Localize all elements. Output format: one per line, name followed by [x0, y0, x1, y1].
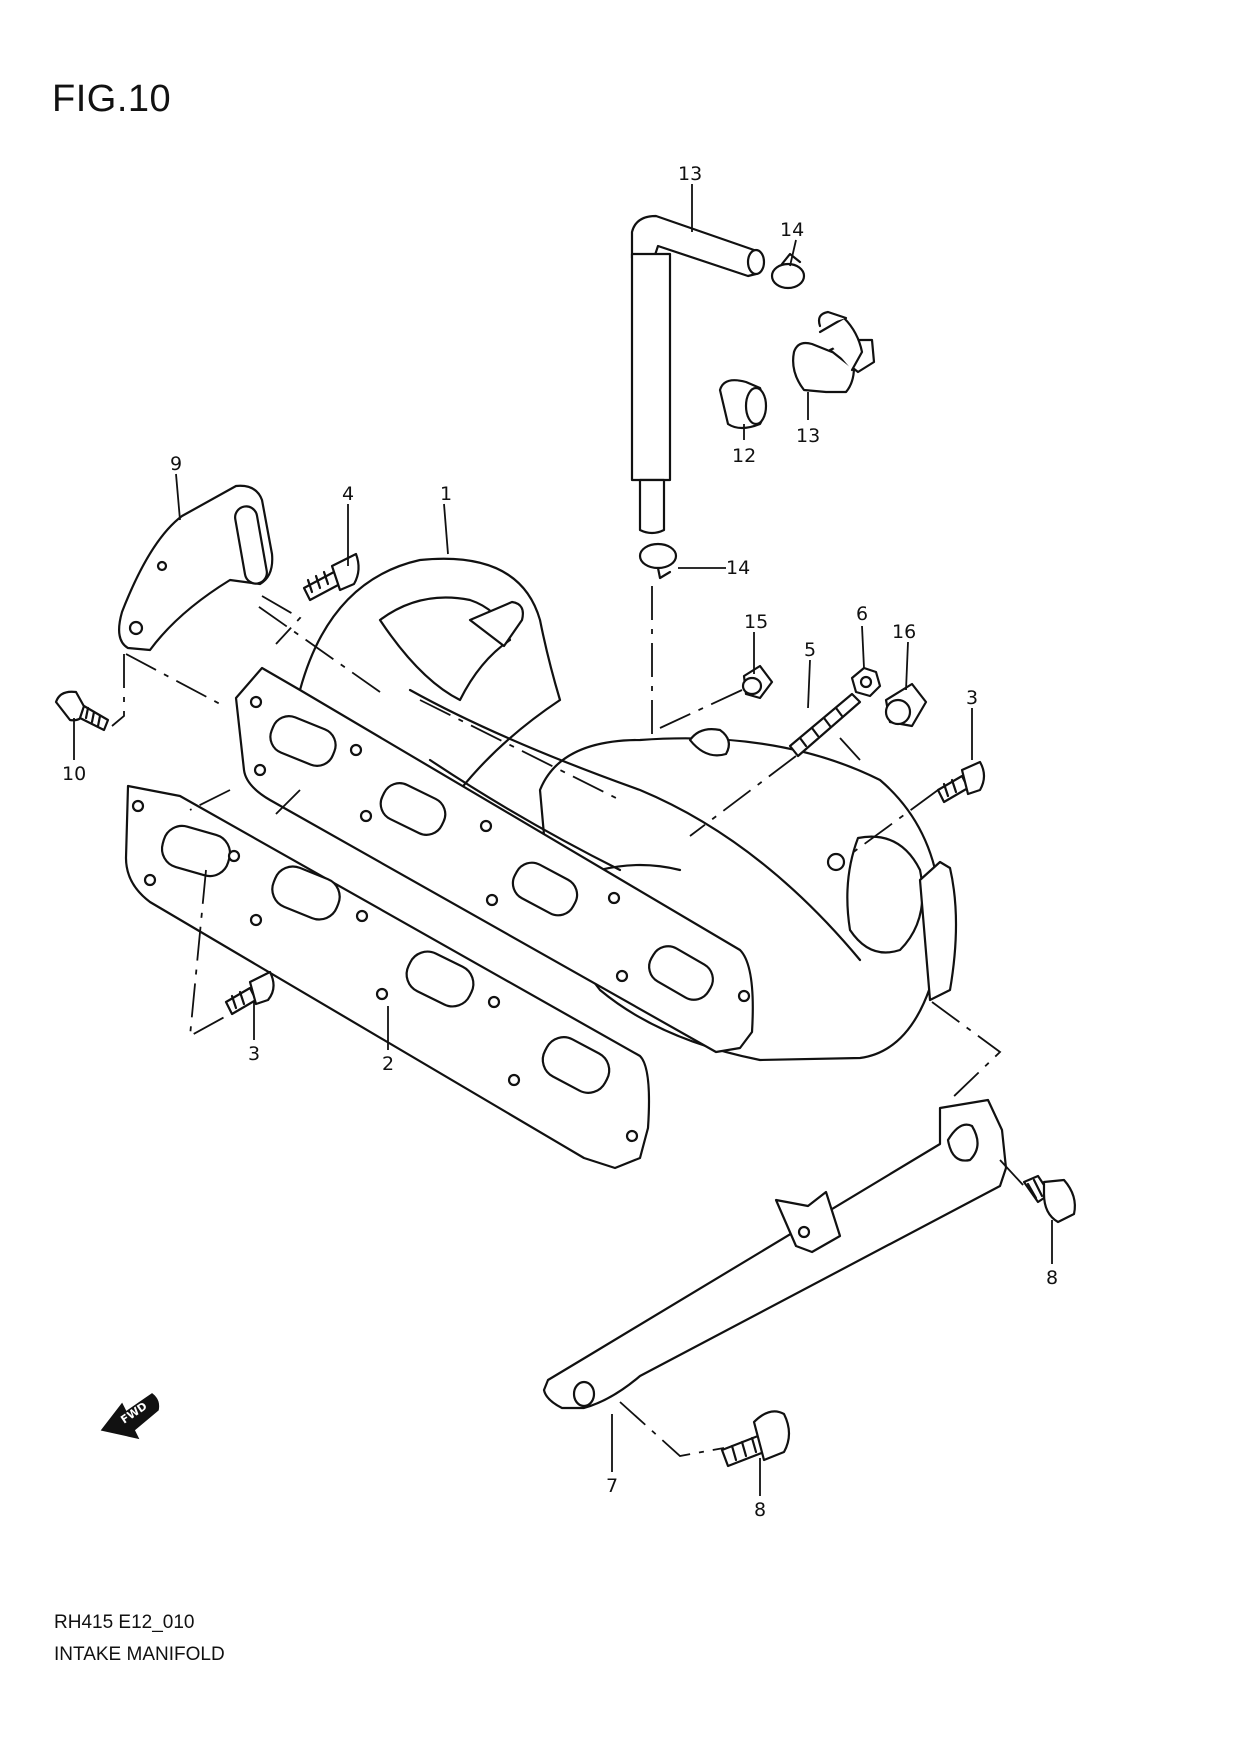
- bracket-9-part: [117, 484, 274, 652]
- figure-title: FIG.10: [52, 78, 172, 120]
- collar-16-part: [884, 682, 928, 728]
- callout-7: 7: [606, 1475, 618, 1497]
- callout-16: 16: [892, 621, 916, 643]
- callout-8-upper: 8: [1046, 1267, 1058, 1289]
- callout-15: 15: [744, 611, 768, 633]
- bolt-10-part: [54, 690, 110, 732]
- bolt-8-lower-part: [720, 1410, 791, 1468]
- clamp-14-lower-part: [638, 542, 678, 580]
- leader-lines: [111, 586, 1025, 1457]
- bolt-3-left-part: [224, 970, 275, 1016]
- clamp-14-upper-part: [770, 252, 806, 290]
- collar-15-part: [741, 664, 774, 700]
- grommet-12-part: [718, 379, 768, 430]
- callout-8-lower: 8: [754, 1499, 766, 1521]
- diagram-caption: INTAKE MANIFOLD: [54, 1644, 225, 1665]
- callout-13: 13: [796, 425, 820, 447]
- callout-numbers: 13 14 14 12 13 9 4 1 15 5 6 16 3 10 3 2 …: [62, 163, 1058, 1521]
- callout-10: 10: [62, 763, 86, 785]
- callout-4: 4: [342, 483, 354, 505]
- hose-11-part: [630, 214, 766, 535]
- gasket-part: [124, 784, 651, 1170]
- bolt-4-part: [302, 552, 360, 602]
- callout-9: 9: [170, 453, 182, 475]
- callout-6: 6: [856, 603, 868, 625]
- callout-3-left: 3: [248, 1043, 260, 1065]
- callout-11: 13: [678, 163, 702, 185]
- nut-6-part: [850, 666, 882, 698]
- intake-manifold-part: [234, 557, 958, 1062]
- callout-14-lower: 14: [726, 557, 750, 579]
- bolt-8-upper-part: [1022, 1174, 1076, 1224]
- diagram-code: RH415 E12_010: [54, 1612, 195, 1633]
- bracket-7-part: [542, 1098, 1008, 1410]
- stud-5-part: [788, 692, 862, 758]
- bolt-3-right-part: [936, 760, 986, 804]
- callout-5: 5: [804, 639, 816, 661]
- callout-12: 12: [732, 445, 756, 467]
- callout-14-upper: 14: [780, 219, 804, 241]
- pcv-valve-13-part: [792, 310, 876, 394]
- callout-3-right: 3: [966, 687, 978, 709]
- callout-2: 2: [382, 1053, 394, 1075]
- fwd-arrow-icon: FWD: [100, 1393, 160, 1440]
- callout-1: 1: [440, 483, 452, 505]
- callout-leaders: [73, 184, 1053, 1496]
